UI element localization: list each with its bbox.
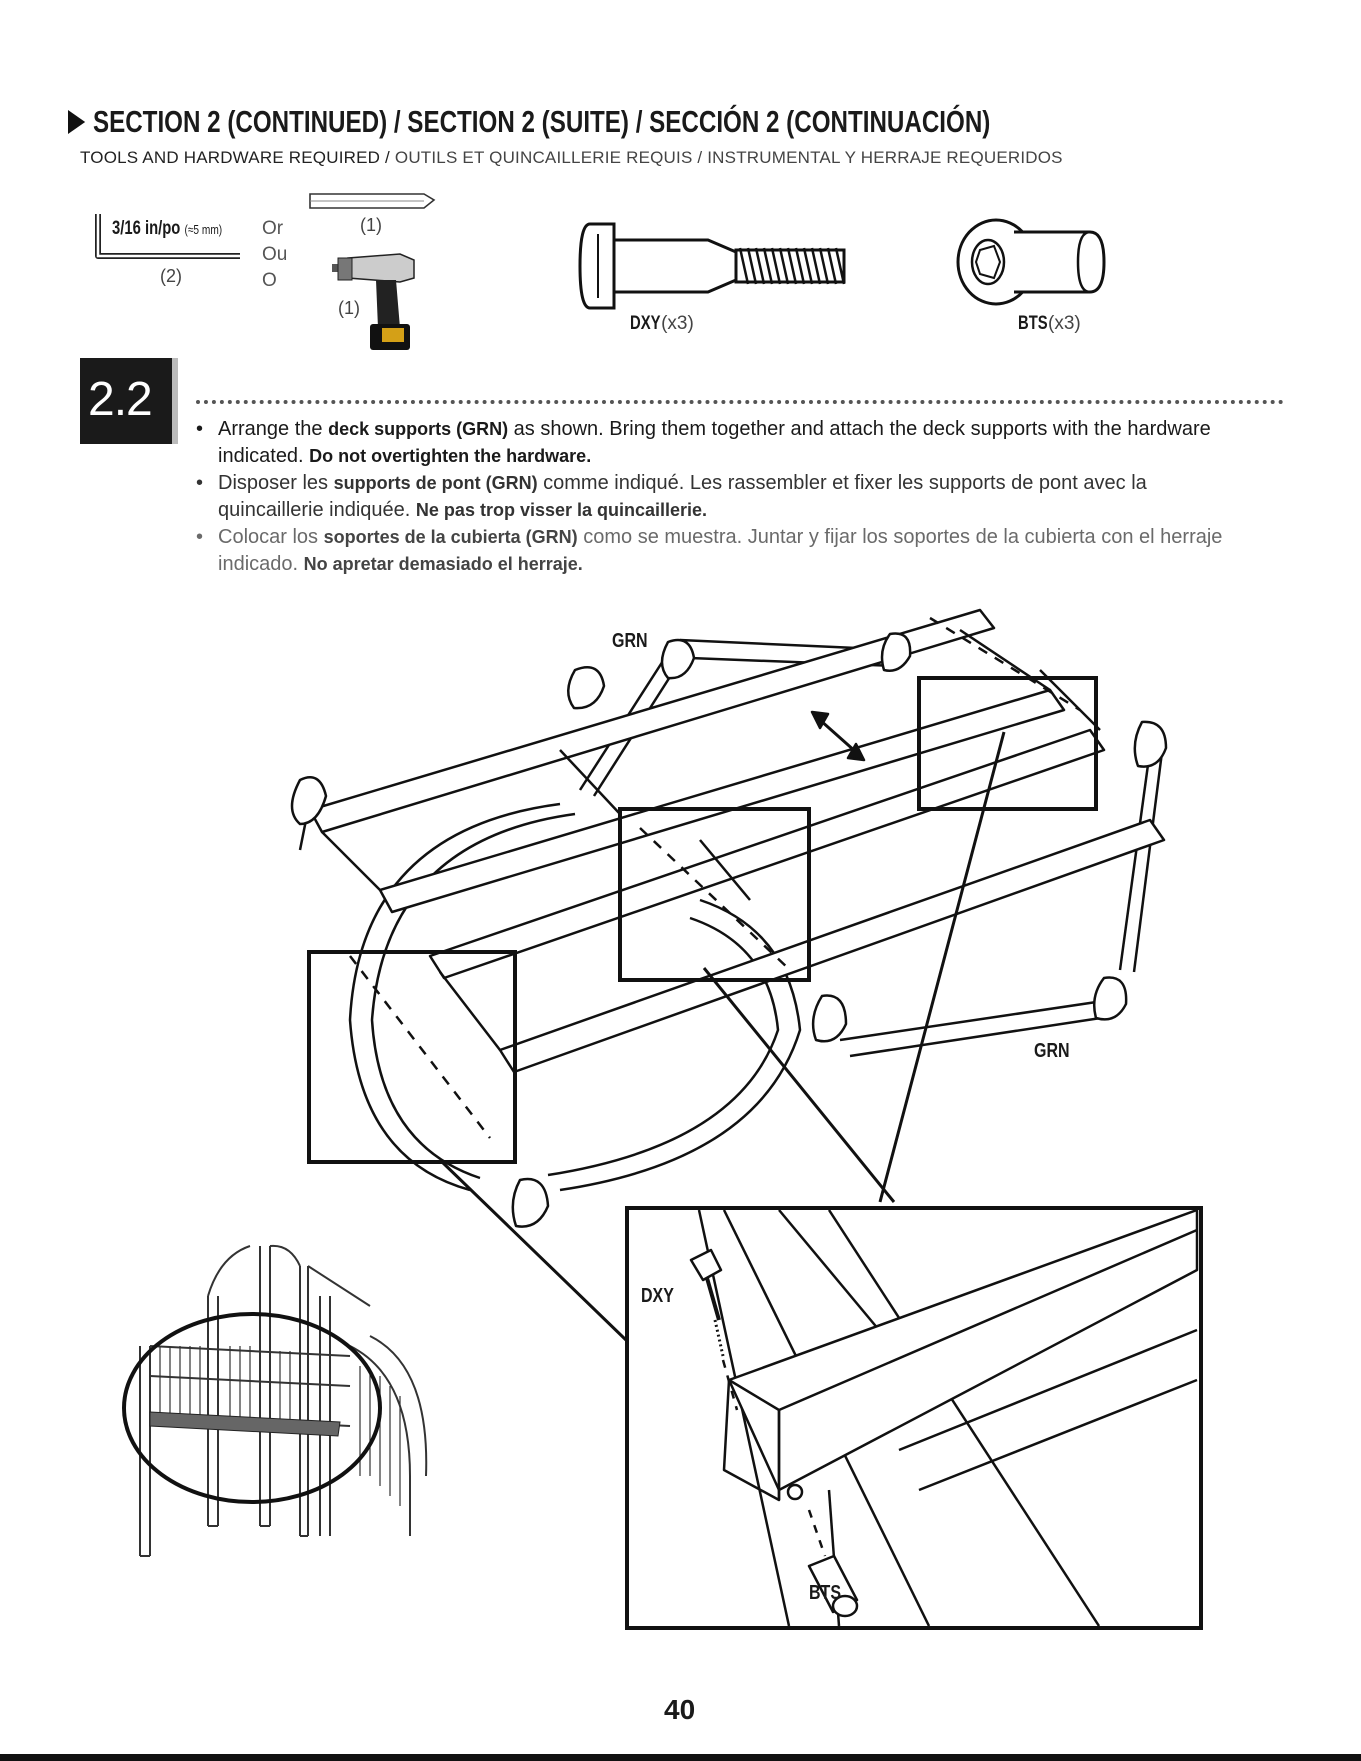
grn-label-right: GRN <box>1034 1040 1070 1062</box>
tools-subtitle: TOOLS AND HARDWARE REQUIRED / OUTILS ET … <box>80 148 1063 168</box>
tools-subtitle-rest: OUTILS ET QUINCAILLERIE REQUIS / INSTRUM… <box>394 148 1063 167</box>
dxy-code: DXY <box>630 313 661 334</box>
instruction-fr: • Disposer les supports de pont (GRN) co… <box>196 470 1256 524</box>
instruction-es-bold1: soportes de la cubierta (GRN) <box>323 527 578 547</box>
deck-ring-right <box>559 898 802 1192</box>
bullet-icon: • <box>196 526 204 548</box>
dxy-qty: (x3) <box>661 313 694 334</box>
step-badge-edge <box>172 358 178 444</box>
bts-qty: (x3) <box>1048 313 1081 334</box>
bts-detail-label: BTS <box>809 1582 841 1604</box>
section-title: SECTION 2 (CONTINUED) / SECTION 2 (SUITE… <box>68 104 990 140</box>
deck-rail-2 <box>378 688 1066 914</box>
deck-ring-left-inner <box>370 812 576 1180</box>
instruction-en-bold1: deck supports (GRN) <box>328 419 509 439</box>
instruction-es-bold2: No apretar demasiado el herraje. <box>303 554 583 574</box>
instruction-fr-bold1: supports de pont (GRN) <box>333 473 538 493</box>
grn-label-top: GRN <box>612 630 648 652</box>
assembly-diagram <box>290 608 1168 1342</box>
bottom-rule <box>0 1754 1361 1761</box>
hex-key-metric: (≈5 mm) <box>184 222 223 237</box>
dotted-divider <box>196 400 1284 408</box>
dxy-bolt-icon <box>578 222 846 310</box>
instruction-es-text2: como se muestra. Juntar y fijar los sopo… <box>218 526 1223 575</box>
instruction-en-bold2: Do not overtighten the hardware. <box>309 446 592 466</box>
drill-icon <box>332 253 415 350</box>
bullet-icon: • <box>196 472 204 494</box>
playset-overview <box>122 1244 428 1557</box>
instruction-fr-bold2: Ne pas trop visser la quincaillerie. <box>415 500 708 520</box>
instructions: • Arrange the deck supports (GRN) as sho… <box>196 416 1256 578</box>
or-en: Or <box>262 218 284 239</box>
instruction-fr-text2: comme indiqué. Les rassembler et fixer l… <box>218 472 1147 521</box>
instruction-es: • Colocar los soportes de la cubierta (G… <box>196 524 1256 578</box>
hex-key-size: 3/16 in/po (≈5 mm) <box>112 218 222 240</box>
bullet-icon: • <box>196 418 204 440</box>
or-es: O <box>262 270 277 291</box>
bts-label: BTS(x3) <box>1018 313 1081 335</box>
instruction-en-text2: as shown. Bring them together and attach… <box>218 418 1211 467</box>
page-number: 40 <box>664 1694 696 1725</box>
or-fr: Ou <box>262 244 288 265</box>
instruction-en-text1: Arrange the <box>218 418 329 440</box>
bts-nut-icon <box>956 218 1106 306</box>
deck-rail-4 <box>498 818 1166 1074</box>
deck-rail-3 <box>428 728 1106 980</box>
hex-key-size-text: 3/16 in/po <box>112 218 181 239</box>
tools-subtitle-en: TOOLS AND HARDWARE REQUIRED / <box>80 148 395 167</box>
step-number: 2.2 <box>88 373 153 426</box>
instruction-fr-text1: Disposer les <box>218 472 334 494</box>
hex-bit-icon <box>309 193 436 209</box>
hex-key-qty: (2) <box>160 266 182 286</box>
callout-box-left <box>307 950 517 1164</box>
play-triangle-icon <box>68 110 86 134</box>
dxy-detail-label: DXY <box>641 1285 674 1307</box>
section-title-text: SECTION 2 (CONTINUED) / SECTION 2 (SUITE… <box>92 104 991 139</box>
bit-qty: (1) <box>360 215 382 235</box>
or-labels: Or Ou O <box>262 216 287 294</box>
step-badge: 2.2 <box>80 358 178 444</box>
bts-code: BTS <box>1018 313 1048 334</box>
callout-box-center <box>618 807 811 982</box>
deck-rail-1 <box>308 608 996 834</box>
hex-key-icon <box>95 214 240 259</box>
dxy-label: DXY(x3) <box>630 313 694 335</box>
deck-ring-left <box>348 802 561 1192</box>
detail-inset-drawing <box>689 1210 1199 1626</box>
detail-inset <box>625 1206 1203 1630</box>
drill-qty: (1) <box>338 298 360 318</box>
instruction-en: • Arrange the deck supports (GRN) as sho… <box>196 416 1256 470</box>
callout-box-top-right <box>917 676 1098 811</box>
instruction-es-text1: Colocar los <box>218 526 324 548</box>
